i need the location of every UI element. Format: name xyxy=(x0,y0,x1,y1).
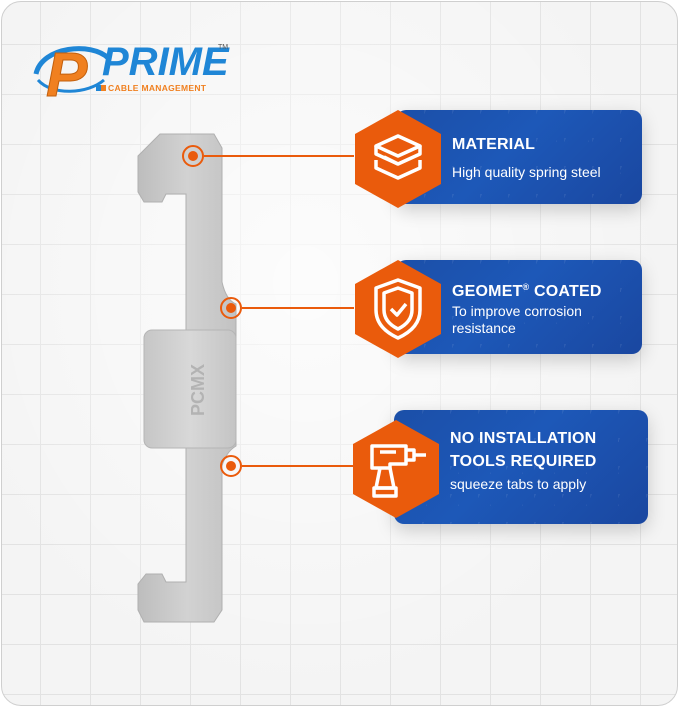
drill-icon xyxy=(353,420,439,518)
feature-subtitle: squeeze tabs to apply xyxy=(450,476,587,492)
feature-title-line2: TOOLS REQUIRED xyxy=(450,453,597,470)
connector-line-material xyxy=(204,155,354,157)
logo-tagline: CABLE MANAGEMENT xyxy=(108,83,207,93)
connector-dot-material xyxy=(182,145,204,167)
feature-card-coating: GEOMET® COATED To improve corrosion resi… xyxy=(396,260,642,354)
connector-line-coating xyxy=(242,307,354,309)
feature-title-suffix: COATED xyxy=(529,283,602,300)
logo-wordmark: PRIME xyxy=(102,40,229,84)
registered-mark: ® xyxy=(522,282,530,292)
feature-title-main: GEOMET xyxy=(452,283,523,300)
logo-bar-icon xyxy=(96,85,106,91)
layers-icon xyxy=(355,110,441,208)
logo-trademark: TM xyxy=(218,44,229,51)
prime-logo-mark-icon: P xyxy=(33,41,110,108)
feature-subtitle-line2: resistance xyxy=(452,320,516,336)
connector-line-tools xyxy=(242,465,354,467)
feature-title: GEOMET® COATED xyxy=(452,276,602,303)
prime-logo: P PRIME TM CABLE MANAGEMENT xyxy=(32,36,232,108)
clip-engraving: PCMX xyxy=(188,364,208,416)
feature-title-line1: NO INSTALLATION xyxy=(450,430,597,447)
feature-title: MATERIAL xyxy=(452,136,536,153)
connector-dot-coating xyxy=(220,297,242,319)
feature-subtitle-line1: To improve corrosion xyxy=(452,303,582,319)
logo-letter: P xyxy=(46,41,88,108)
spring-clip-image: PCMX xyxy=(137,133,237,623)
connector-dot-tools xyxy=(220,455,242,477)
feature-card-material: MATERIAL High quality spring steel xyxy=(396,110,642,204)
feature-subtitle: High quality spring steel xyxy=(452,164,601,180)
shield-check-icon xyxy=(355,260,441,358)
